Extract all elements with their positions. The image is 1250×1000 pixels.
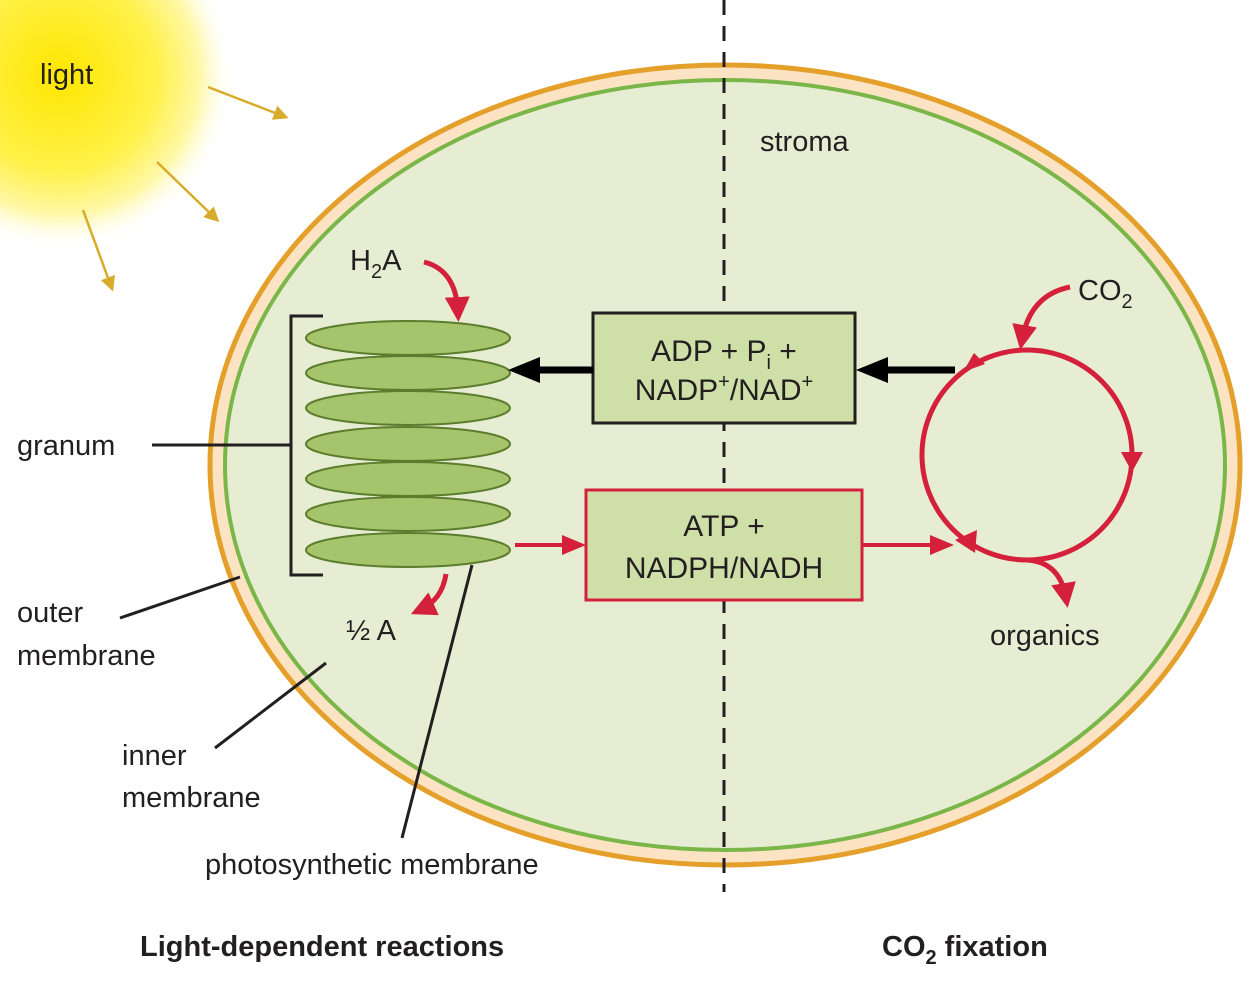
- cycle-arrowhead: [963, 353, 985, 372]
- red-arrow-to-cycle-head: [930, 535, 954, 555]
- black-arrow-to-adp-head: [856, 357, 888, 383]
- thylakoid-disc: [305, 461, 511, 497]
- granum-label: granum: [17, 430, 115, 462]
- light-label: light: [40, 59, 93, 91]
- organics-output-arrow: [1026, 557, 1076, 608]
- light-ray: [207, 85, 289, 120]
- light-dependent-caption: Light-dependent reactions: [140, 931, 504, 963]
- thylakoid-disc: [305, 320, 511, 356]
- light-ray: [156, 161, 220, 223]
- h2a-label: H2A: [350, 245, 402, 283]
- adp-box-line1: ADP + Pi +: [651, 335, 797, 374]
- granum-stack: [305, 320, 511, 568]
- inner-membrane-label-line1: inner: [122, 740, 187, 772]
- thylakoid-disc: [305, 496, 511, 532]
- inner-membrane-label-line2: membrane: [122, 782, 261, 814]
- light-ray: [81, 209, 115, 292]
- inner-membrane-pointer: [214, 661, 327, 750]
- adp-box: [591, 311, 857, 425]
- atp-box-line1: ATP +: [683, 510, 764, 543]
- outer-membrane-label-line2: membrane: [17, 640, 156, 672]
- outer-membrane-pointer: [119, 575, 241, 620]
- black-arrow-to-granum-head: [508, 357, 540, 383]
- cycle-arrowhead: [1121, 452, 1143, 472]
- thylakoid-disc: [305, 532, 511, 568]
- black-arrows: [508, 357, 955, 383]
- atp-box: [584, 488, 864, 602]
- photosynthetic-membrane-label: photosynthetic membrane: [205, 849, 539, 881]
- co2-fixation-caption: CO2 fixation: [882, 931, 1048, 969]
- organics-label: organics: [990, 620, 1100, 652]
- co2-input-arrow: [1012, 284, 1071, 350]
- outer-membrane-label-line1: outer: [17, 597, 83, 629]
- half-a-label: ½ A: [346, 615, 397, 647]
- thylakoid-disc: [305, 426, 511, 462]
- light-rays: [81, 85, 289, 292]
- atp-box-line2: NADPH/NADH: [625, 552, 823, 585]
- photosynthetic-membrane-pointer: [400, 564, 474, 839]
- h2a-arrow: [423, 259, 470, 322]
- cycle-arrowhead: [955, 530, 977, 553]
- half-a-arrow: [410, 573, 449, 616]
- sun-icon: [0, 0, 235, 250]
- red-arrows: [515, 535, 954, 555]
- co2-label: CO2: [1078, 275, 1133, 313]
- thylakoid-disc: [305, 355, 511, 391]
- red-arrow-to-atp-head: [562, 535, 586, 555]
- thylakoid-disc: [305, 390, 511, 426]
- stroma-label: stroma: [760, 126, 850, 158]
- adp-box-line2: NADP+/NAD+: [635, 371, 813, 407]
- cycle-arrowheads: [955, 353, 1143, 553]
